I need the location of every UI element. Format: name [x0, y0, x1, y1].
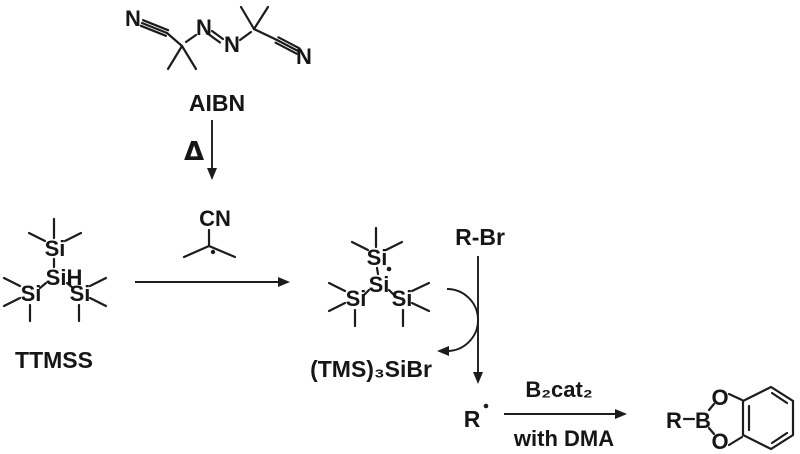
aibn-bonds	[139, 5, 301, 71]
silyl-radical-bonds	[327, 226, 431, 328]
delta-symbol: Δ	[184, 137, 204, 167]
silyl-radical-structure: Si Si Si Si	[327, 226, 431, 328]
radical-dot	[210, 249, 216, 255]
product-r: R	[666, 408, 682, 433]
silyl-bromide-label: (TMS)₃SiBr	[310, 356, 432, 382]
cyanopropyl-radical: CN	[182, 206, 237, 259]
azo-nitrogen-left: N	[196, 15, 212, 40]
alkyl-radical: R	[464, 403, 489, 432]
product-structure: R B O O	[666, 385, 795, 454]
silyl-si-right: Si	[392, 286, 413, 311]
silyl-si-top: Si	[367, 245, 388, 270]
borylation-condition: with DMA	[513, 426, 614, 451]
ttmss-structure: Si SiH Si Si TTMSS	[2, 217, 108, 373]
alkyl-bromide-label: R-Br	[455, 224, 505, 250]
alkyl-radical-dot	[483, 403, 489, 409]
product-oxygen-top: O	[711, 385, 728, 410]
borylation-step: B₂cat₂ with DMA	[504, 377, 627, 451]
ttmss-bonds	[2, 217, 108, 323]
product-boron: B	[695, 408, 711, 433]
nitrile-nitrogen-left: N	[125, 6, 141, 31]
borylation-reagent: B₂cat₂	[525, 377, 592, 402]
alkyl-radical-label: R	[464, 406, 481, 432]
aibn-label: AIBN	[189, 90, 245, 116]
ttmss-label: TTMSS	[15, 347, 93, 373]
cyanopropyl-bonds	[182, 228, 237, 259]
azo-nitrogen-right: N	[224, 32, 240, 57]
silyl-si-left: Si	[346, 286, 367, 311]
product-oxygen-bottom: O	[711, 429, 728, 454]
nitrile-nitrogen-right: N	[296, 44, 312, 69]
ttmss-si-right: Si	[70, 281, 91, 306]
silyl-si-center: Si	[369, 272, 390, 297]
aibn-structure: N N N N AIBN	[125, 5, 312, 116]
ttmss-si-top: Si	[45, 236, 66, 261]
thermolysis-step: Δ	[184, 120, 217, 180]
product-bonds	[682, 385, 795, 451]
ttmss-si-center: SiH	[46, 265, 83, 290]
ttmss-si-left: Si	[21, 281, 42, 306]
bromine-abstraction-step: R-Br	[437, 224, 505, 384]
silyl-radical-dot	[386, 266, 392, 272]
cn-group-label: CN	[199, 206, 231, 231]
bromine-abstraction-curved-arrow	[437, 288, 479, 356]
